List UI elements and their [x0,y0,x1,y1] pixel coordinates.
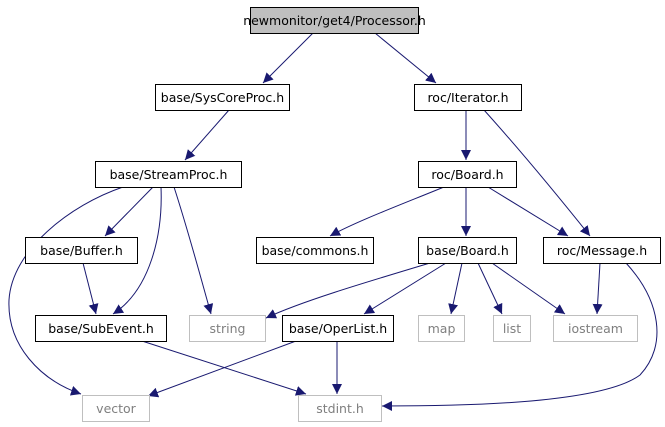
node-box [553,315,638,342]
node-iostream[interactable]: iostream [553,315,638,342]
edge-processor-to-iterator [374,32,437,84]
node-label: base/commons.h [262,243,369,258]
node-map[interactable]: map [418,315,465,342]
node-label: vector [96,401,137,416]
node-message[interactable]: roc/Message.h [543,237,661,264]
node-box [418,161,517,188]
edge-iterator-to-message [483,109,591,237]
node-iterator[interactable]: roc/Iterator.h [414,84,522,111]
node-box [543,237,661,264]
edge-streamproc-to-string [173,186,214,315]
node-label: base/Board.h [426,243,509,258]
edge-streamproc-to-subevent [112,186,162,315]
node-stdint[interactable]: stdint.h [298,395,382,422]
edge-streamproc-to-vector [8,186,124,396]
node-box [493,315,531,342]
edge-message-to-stdint [381,262,658,411]
node-streamproc[interactable]: base/StreamProc.h [95,161,242,188]
node-label: base/Buffer.h [40,243,123,258]
node-box [418,237,517,264]
node-label: newmonitor/get4/Processor.h [243,13,426,28]
node-processor[interactable]: newmonitor/get4/Processor.h [243,7,426,34]
edge-streamproc-to-buffer [104,186,154,237]
node-label: base/StreamProc.h [110,167,228,182]
node-label: roc/Iterator.h [427,90,508,105]
node-box [189,315,266,342]
node-string[interactable]: string [189,315,266,342]
node-subevent[interactable]: base/SubEvent.h [35,315,167,342]
node-operlist[interactable]: base/OperList.h [282,315,394,342]
edge-syscoreproc-to-streamproc [184,109,230,161]
node-label: base/SubEvent.h [48,321,154,336]
node-box [250,7,419,34]
node-box [25,237,138,264]
edges [8,32,658,411]
node-label: base/OperList.h [289,321,387,336]
node-box [414,84,522,111]
node-label: roc/Message.h [557,243,647,258]
edge-baseboard-to-string [265,262,431,319]
node-box [82,395,150,422]
node-label: stdint.h [316,401,364,416]
edge-processor-to-syscoreproc [262,32,314,84]
edge-baseboard-to-map [448,262,463,315]
node-rocboard[interactable]: roc/Board.h [418,161,517,188]
edge-operlist-to-vector [147,340,297,398]
node-syscoreproc[interactable]: base/SysCoreProc.h [155,84,290,111]
node-label: map [428,321,456,336]
node-box [298,395,382,422]
nodes: newmonitor/get4/Processor.h base/SysCoreP… [25,7,661,422]
edge-rocboard-to-message [487,186,569,237]
node-box [418,315,465,342]
edge-baseboard-to-operlist [363,262,447,315]
node-vector[interactable]: vector [82,395,150,422]
node-label: roc/Board.h [431,167,503,182]
edge-buffer-to-subevent [82,262,99,315]
node-label: string [210,321,246,336]
edge-rocboard-to-commons [329,186,445,237]
node-label: iostream [568,321,623,336]
edge-message-to-iostream [592,262,603,315]
node-buffer[interactable]: base/Buffer.h [25,237,138,264]
node-list[interactable]: list [493,315,531,342]
node-box [155,84,290,111]
node-label: list [503,321,521,336]
edge-baseboard-to-iostream [491,262,566,315]
node-box [95,161,242,188]
node-box [35,315,167,342]
node-label: base/SysCoreProc.h [161,90,284,105]
edge-baseboard-to-list [477,262,503,315]
node-box [256,237,374,264]
node-commons[interactable]: base/commons.h [256,237,374,264]
node-box [282,315,394,342]
node-baseboard[interactable]: base/Board.h [418,237,517,264]
